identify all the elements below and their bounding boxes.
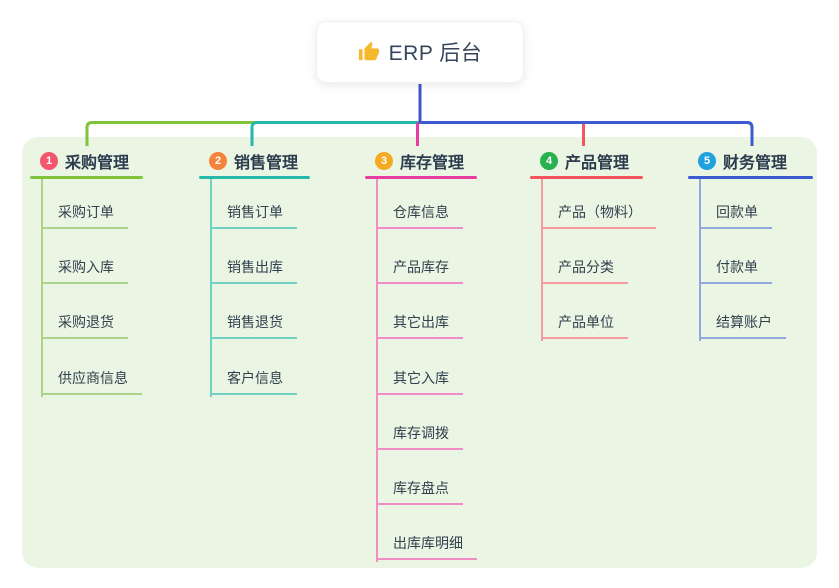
child-node[interactable]: 其它出库 <box>376 315 463 340</box>
branch-label-product: 产品管理 <box>565 155 630 172</box>
branch-title-finance[interactable]: 5 财务管理 <box>688 146 813 176</box>
branch-childline-finance <box>699 179 701 342</box>
branch-product: 4 产品管理产品（物料） 产品分类产品单位 <box>530 146 656 342</box>
child-node[interactable]: 采购订单 <box>41 205 128 229</box>
thumbs-up-icon <box>358 41 380 63</box>
child-node[interactable]: 结算账户 <box>699 315 786 340</box>
branch-label-purchase: 采购管理 <box>65 155 130 172</box>
child-node[interactable]: 采购入库 <box>41 260 128 285</box>
branch-title-purchase[interactable]: 1 采购管理 <box>30 146 143 176</box>
branch-badge-sales: 2 <box>209 152 227 170</box>
branch-underline-inventory <box>365 176 477 179</box>
branch-inventory: 3 库存管理仓库信息产品库存其它出库其它入库库存调拨库存盘点出库库明细 <box>365 146 477 563</box>
branch-badge-finance: 5 <box>698 152 716 170</box>
branch-label-sales: 销售管理 <box>234 155 299 172</box>
child-node[interactable]: 产品分类 <box>541 260 628 285</box>
branch-badge-purchase: 1 <box>40 152 58 170</box>
branch-underline-purchase <box>30 176 143 179</box>
child-node[interactable]: 仓库信息 <box>376 205 463 229</box>
branch-purchase: 1 采购管理采购订单采购入库采购退货供应商信息 <box>30 146 143 397</box>
branch-underline-product <box>530 176 643 179</box>
child-node[interactable]: 采购退货 <box>41 315 128 340</box>
branch-label-finance: 财务管理 <box>723 155 788 172</box>
child-node[interactable]: 销售退货 <box>210 315 297 340</box>
child-node[interactable]: 出库库明细 <box>376 536 477 561</box>
branch-childline-sales <box>210 179 212 397</box>
branch-childline-purchase <box>41 179 43 397</box>
child-node[interactable]: 其它入库 <box>376 371 463 395</box>
child-node[interactable]: 回款单 <box>699 205 772 229</box>
child-node[interactable]: 库存调拨 <box>376 426 463 450</box>
branch-childline-inventory <box>376 179 378 563</box>
branch-finance: 5 财务管理回款单付款单结算账户 <box>688 146 813 342</box>
branch-childline-product <box>541 179 543 342</box>
child-node[interactable]: 库存盘点 <box>376 481 463 505</box>
root-node[interactable]: ERP 后台 <box>316 21 524 83</box>
branch-title-product[interactable]: 4 产品管理 <box>530 146 643 176</box>
branch-underline-sales <box>199 176 310 179</box>
branch-title-inventory[interactable]: 3 库存管理 <box>365 146 477 176</box>
branch-label-inventory: 库存管理 <box>400 155 465 172</box>
child-node[interactable]: 产品库存 <box>376 260 463 285</box>
child-node[interactable]: 供应商信息 <box>41 371 142 395</box>
child-node[interactable]: 销售订单 <box>210 205 297 229</box>
branches-panel <box>22 137 817 568</box>
branch-badge-inventory: 3 <box>375 152 393 170</box>
child-node[interactable]: 客户信息 <box>210 371 297 395</box>
child-node[interactable]: 销售出库 <box>210 260 297 285</box>
child-node[interactable]: 产品单位 <box>541 315 628 340</box>
branch-underline-finance <box>688 176 813 179</box>
child-node[interactable]: 付款单 <box>699 260 772 285</box>
branch-badge-product: 4 <box>540 152 558 170</box>
root-label: ERP 后台 <box>388 42 483 65</box>
branch-sales: 2 销售管理销售订单销售出库销售退货客户信息 <box>199 146 310 397</box>
child-node[interactable]: 产品（物料） <box>541 205 656 229</box>
branch-title-sales[interactable]: 2 销售管理 <box>199 146 310 176</box>
